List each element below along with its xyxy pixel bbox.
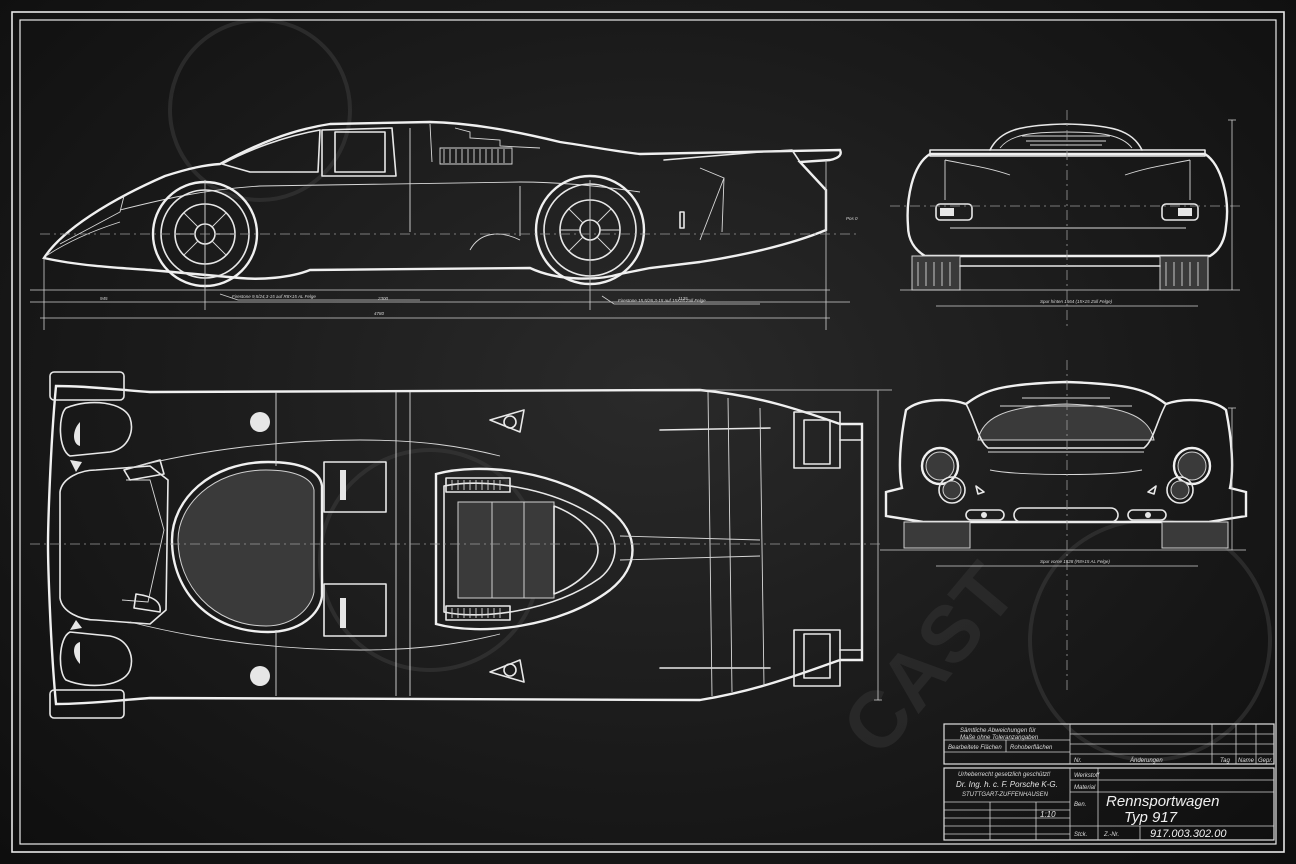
drawing-title-line2: Typ 917 xyxy=(1124,809,1178,826)
top-view xyxy=(30,371,892,719)
copyright-line: Urheberrecht gesetzlich geschützt! xyxy=(958,772,1051,778)
svg-text:Firestone 15,5/26,3-15 auf 15×: Firestone 15,5/26,3-15 auf 15×15 Zoll Fe… xyxy=(618,298,706,303)
side-view: Firestone 9,5/24,3-15 auf R8×15 AL Felge… xyxy=(30,120,860,330)
company-name: Dr. Ing. h. c. F. Porsche K-G. xyxy=(956,780,1058,789)
sheet-border-inner xyxy=(19,19,1277,845)
label-znr: Z.-Nr. xyxy=(1103,832,1119,838)
rev-col-check: Gepr. xyxy=(1258,758,1273,764)
rev-col-changes: Änderungen xyxy=(1129,757,1163,764)
label-ben: Ben. xyxy=(1074,802,1086,808)
notes-col-2: Rohoberflächen xyxy=(1010,745,1053,751)
label-werkstoff: Werkstoff xyxy=(1074,773,1101,779)
sheet-border-outer xyxy=(11,11,1285,853)
svg-text:Spur hinten 1564 (15×15 Zoll F: Spur hinten 1564 (15×15 Zoll Felge) xyxy=(1040,299,1113,304)
svg-text:1135: 1135 xyxy=(678,296,688,301)
svg-text:945: 945 xyxy=(100,296,108,301)
rev-col-date: Tag xyxy=(1220,758,1230,764)
front-view: Spur vorne 1528 (R8×15 AL Felge) xyxy=(880,360,1248,690)
notes-header-2: Maße ohne Toleranzangaben xyxy=(960,735,1039,741)
drawing-title-line1: Rennsportwagen xyxy=(1106,793,1219,810)
svg-text:Pos 0: Pos 0 xyxy=(846,216,858,221)
rear-view: Spur hinten 1564 (15×15 Zoll Felge) xyxy=(890,110,1240,330)
notes-col-1: Bearbeitete Flächen xyxy=(948,745,1002,751)
label-material: Material xyxy=(1074,785,1096,791)
svg-text:Spur vorne 1528 (R8×15 AL Felg: Spur vorne 1528 (R8×15 AL Felge) xyxy=(1040,559,1110,564)
svg-text:4780: 4780 xyxy=(374,311,385,316)
main-title-block xyxy=(943,767,1275,841)
company-city: STUTTGART-ZUFFENHAUSEN xyxy=(962,792,1049,798)
engine-grille xyxy=(445,477,599,621)
scale: 1:10 xyxy=(1040,810,1056,819)
drawing-number: 917.003.302.00 xyxy=(1150,828,1227,840)
notes-header-1: Sämtliche Abweichungen für xyxy=(960,728,1037,734)
rev-col-name: Name xyxy=(1238,758,1255,764)
title-block: Sämtliche Abweichungen für Maße ohne Tol… xyxy=(943,723,1275,841)
svg-text:Firestone 9,5/24,3-15 auf R8×1: Firestone 9,5/24,3-15 auf R8×15 AL Felge xyxy=(232,294,316,299)
rev-col-nr: Nr. xyxy=(1074,758,1082,764)
svg-text:2300: 2300 xyxy=(377,296,389,301)
label-stck: Stck. xyxy=(1074,832,1087,838)
